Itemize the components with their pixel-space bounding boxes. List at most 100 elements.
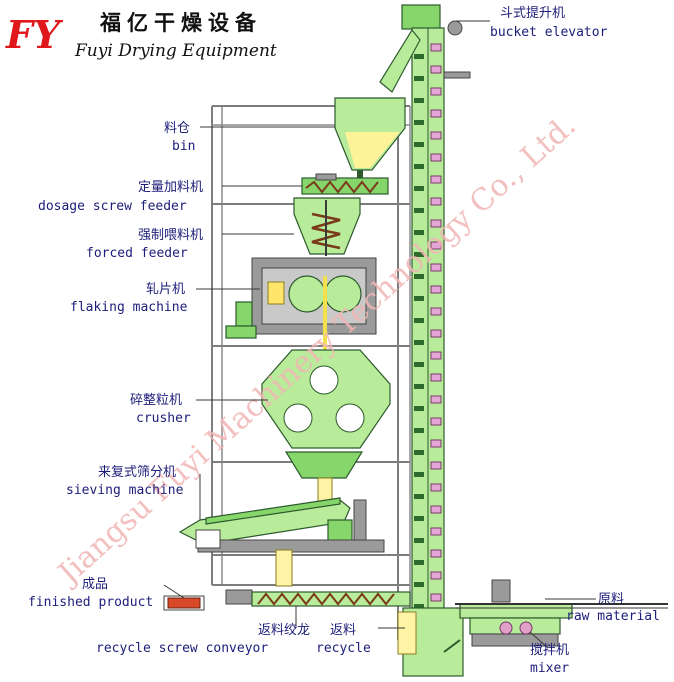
- elevator-bucket: [430, 307, 442, 316]
- elevator-bucket: [430, 175, 442, 184]
- forced-feeder: [293, 197, 361, 256]
- label-bin: 料仓 bin: [164, 121, 195, 154]
- logo-letters: FY: [5, 12, 64, 57]
- elevator-bucket: [414, 582, 424, 587]
- label-crusher-cn: 碎整粒机: [130, 393, 182, 408]
- elevator-bucket: [430, 285, 442, 294]
- elevator-bucket: [414, 362, 424, 367]
- label-recycle-conveyor-en: recycle screw conveyor: [96, 641, 268, 656]
- dosage-screw-feeder: [301, 173, 389, 195]
- elevator-bucket: [414, 164, 424, 169]
- label-forced-feeder: 强制喂料机 forced feeder: [86, 228, 203, 261]
- elevator-bucket: [430, 351, 442, 360]
- label-dosage-screw-feeder: 定量加料机 dosage screw feeder: [38, 180, 203, 214]
- elevator-bucket: [430, 219, 442, 228]
- logo: FY 福亿干燥设备 Fuyi Drying Equipment: [5, 11, 277, 61]
- mixer: [443, 579, 573, 653]
- elevator-bucket: [414, 142, 424, 147]
- label-recycle: 返料 recycle: [316, 623, 371, 656]
- label-sieving-en: sieving machine: [66, 483, 184, 498]
- elevator-bucket: [414, 296, 424, 301]
- elevator-bucket: [414, 472, 424, 477]
- elevator-bucket: [414, 406, 424, 411]
- label-finished-en: finished product: [28, 595, 153, 610]
- bucket-elevator: [379, 4, 471, 677]
- elevator-bucket: [430, 527, 442, 536]
- elevator-bucket: [414, 604, 424, 609]
- label-forced-cn: 强制喂料机: [138, 228, 203, 243]
- elevator-bucket: [430, 571, 442, 580]
- crusher: [261, 349, 391, 503]
- label-recycle-en: recycle: [316, 641, 371, 656]
- label-crusher-en: crusher: [136, 411, 191, 426]
- elevator-bucket: [430, 461, 442, 470]
- elevator-bucket: [430, 395, 442, 404]
- label-dosage-en: dosage screw feeder: [38, 199, 187, 214]
- elevator-bucket: [430, 505, 442, 514]
- label-mixer-en: mixer: [530, 661, 569, 676]
- elevator-bucket: [414, 98, 424, 103]
- elevator-bucket: [430, 241, 442, 250]
- label-recycle-screw-conveyor: 返料绞龙 recycle screw conveyor: [96, 622, 310, 656]
- elevator-bucket: [414, 516, 424, 521]
- leader-lines: [163, 20, 596, 649]
- elevator-bucket: [430, 263, 442, 272]
- recycle-screw-conveyor: [225, 589, 411, 607]
- label-forced-en: forced feeder: [86, 246, 188, 261]
- elevator-bucket: [430, 87, 442, 96]
- label-bucket-elevator: 斗式提升机 bucket elevator: [490, 5, 608, 40]
- elevator-bucket: [414, 538, 424, 543]
- label-raw-cn: 原料: [598, 592, 624, 607]
- label-flaking-en: flaking machine: [70, 300, 188, 315]
- flaking-machine: [225, 257, 377, 350]
- label-sieving-machine: 来复式筛分机 sieving machine: [66, 465, 184, 498]
- logo-company-en: Fuyi Drying Equipment: [74, 41, 277, 61]
- sieving-machine: [178, 497, 385, 587]
- elevator-bucket: [430, 43, 442, 52]
- label-mixer: 搅拌机 mixer: [530, 642, 569, 676]
- label-sieving-cn: 来复式筛分机: [98, 465, 176, 480]
- elevator-bucket: [414, 450, 424, 455]
- label-raw-material: 原料 raw material: [566, 592, 660, 624]
- elevator-bucket: [430, 329, 442, 338]
- elevator-bucket: [430, 373, 442, 382]
- elevator-bucket: [414, 318, 424, 323]
- label-dosage-cn: 定量加料机: [138, 180, 203, 195]
- label-crusher: 碎整粒机 crusher: [130, 393, 191, 426]
- label-bucket-elevator-en: bucket elevator: [490, 25, 608, 40]
- elevator-bucket: [430, 153, 442, 162]
- elevator-bucket: [414, 54, 424, 59]
- label-bin-en: bin: [172, 139, 195, 154]
- raw-material-platform: [455, 603, 668, 609]
- elevator-bucket: [430, 197, 442, 206]
- elevator-bucket: [414, 494, 424, 499]
- elevator-bucket: [414, 384, 424, 389]
- elevator-bucket: [430, 593, 442, 602]
- label-flaking-machine: 轧片机 flaking machine: [70, 282, 188, 315]
- label-bin-cn: 料仓: [164, 121, 190, 136]
- elevator-bucket: [414, 230, 424, 235]
- elevator-bucket: [430, 439, 442, 448]
- elevator-bucket: [430, 109, 442, 118]
- elevator-bucket: [414, 428, 424, 433]
- label-flaking-cn: 轧片机: [146, 282, 185, 297]
- elevator-bucket: [430, 417, 442, 426]
- elevator-bucket: [430, 549, 442, 558]
- elevator-bucket: [430, 65, 442, 74]
- logo-company-cn: 福亿干燥设备: [99, 11, 262, 35]
- label-finished-product: 成品 finished product: [28, 577, 153, 610]
- elevator-bucket: [414, 186, 424, 191]
- label-recycle-conveyor-cn: 返料绞龙: [258, 622, 310, 638]
- finished-product-tray: [163, 595, 205, 611]
- elevator-bucket: [414, 208, 424, 213]
- elevator-bucket: [414, 120, 424, 125]
- elevator-bucket: [414, 252, 424, 257]
- elevator-bucket: [414, 340, 424, 345]
- label-finished-cn: 成品: [82, 577, 108, 592]
- elevator-bucket: [430, 483, 442, 492]
- label-recycle-cn: 返料: [330, 623, 356, 638]
- elevator-bucket: [414, 560, 424, 565]
- elevator-bucket: [414, 76, 424, 81]
